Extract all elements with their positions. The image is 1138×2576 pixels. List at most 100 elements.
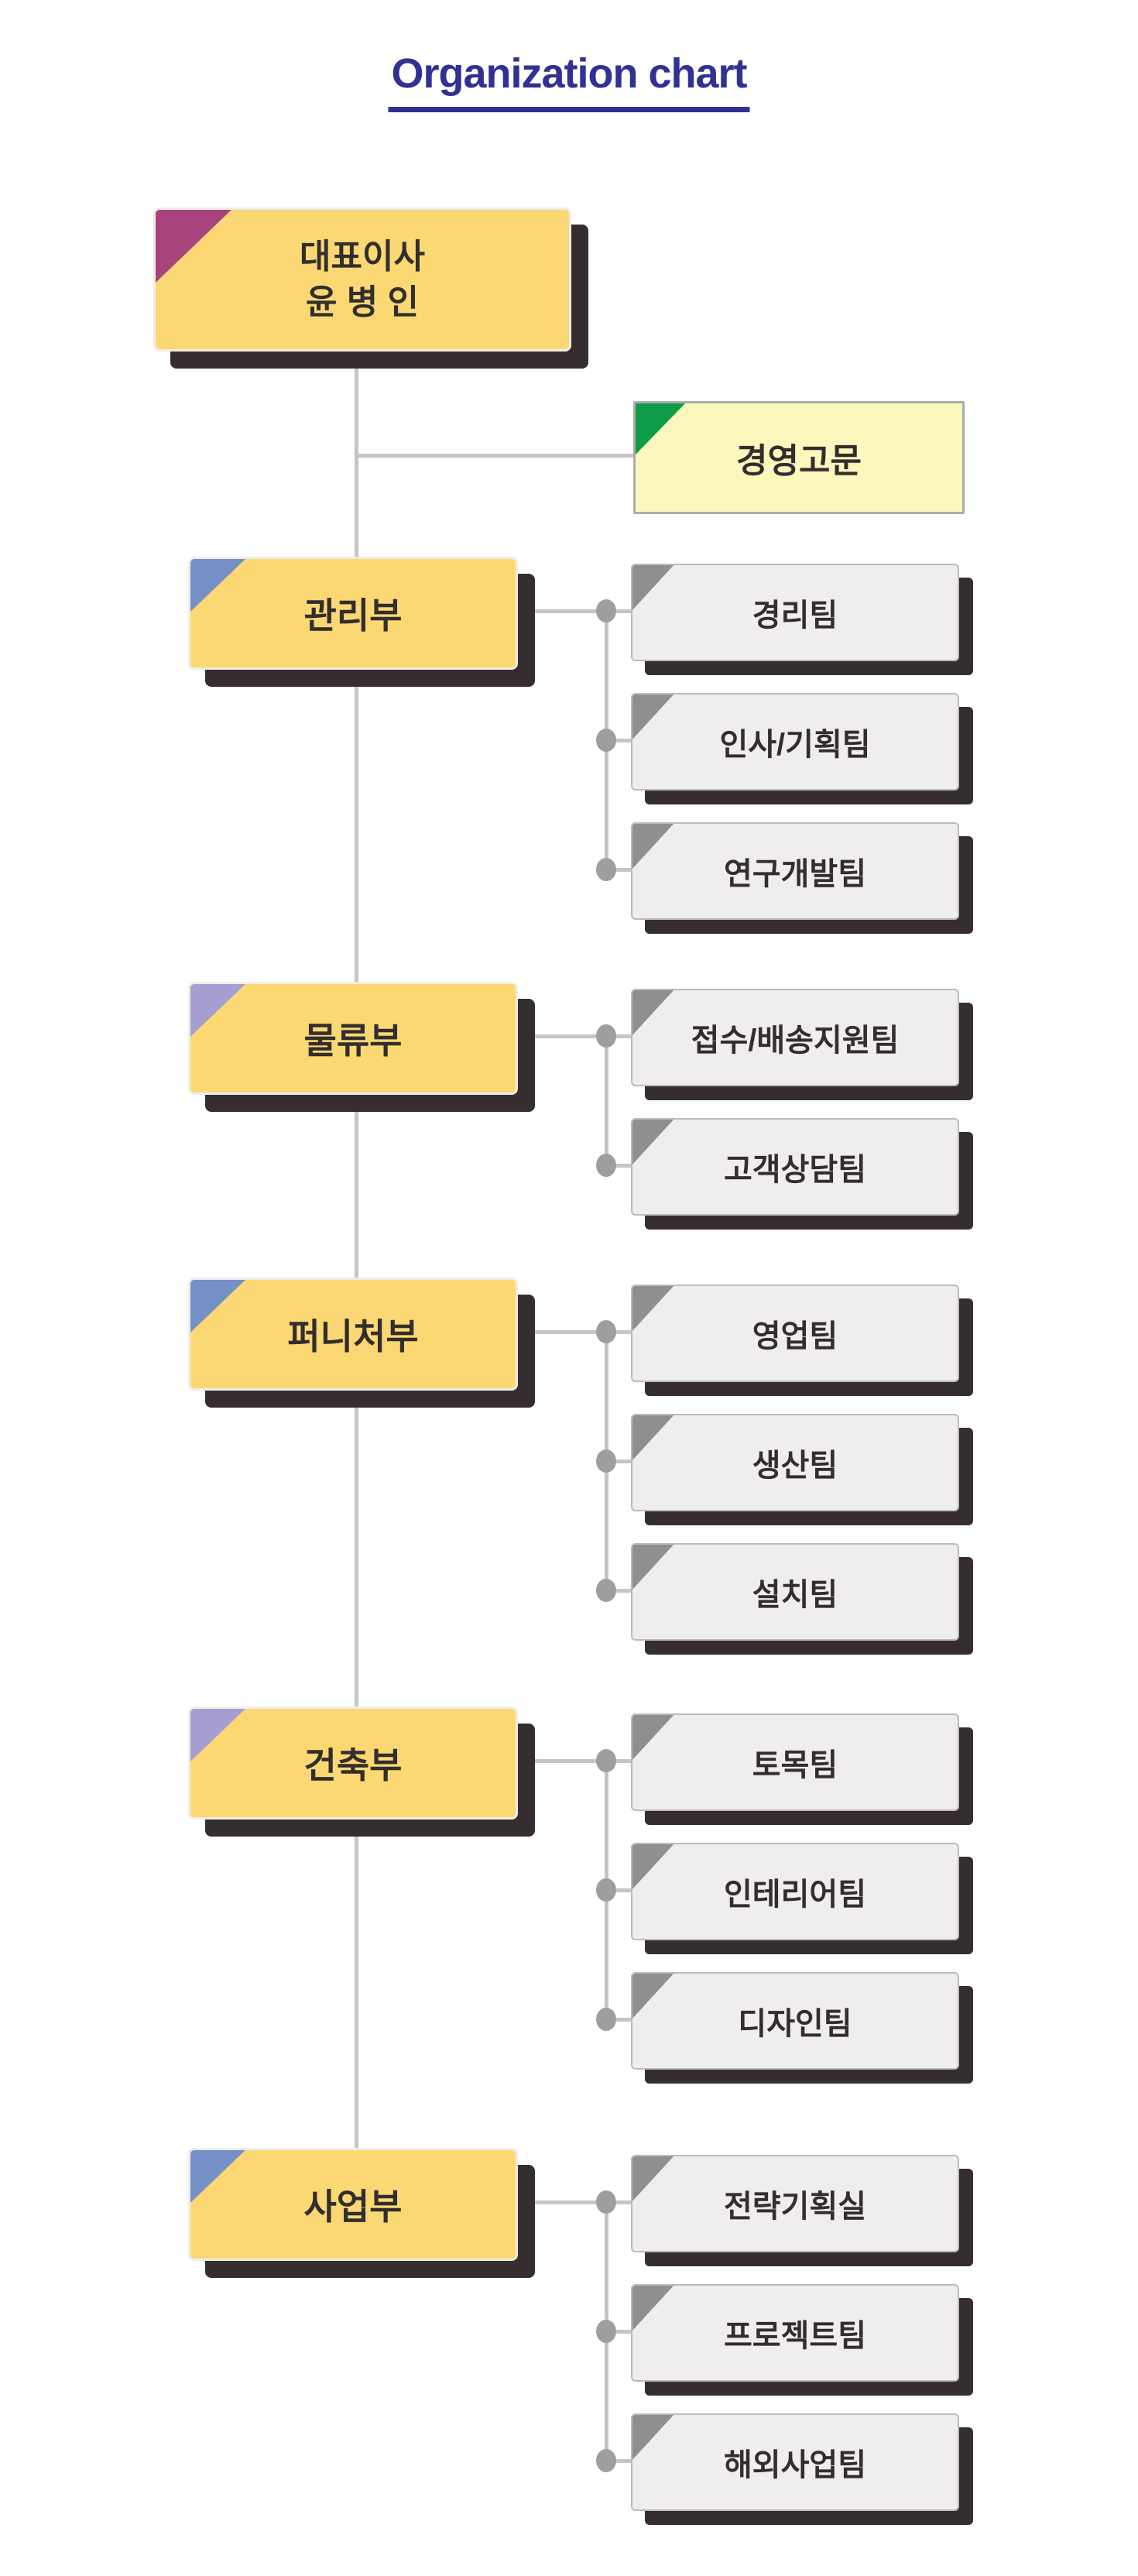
team-label: 인사/기획팀 (719, 728, 871, 762)
team-box: 접수/배송지원팀 (631, 989, 959, 1086)
connector-dot (596, 729, 616, 752)
advisor-label: 경영고문 (736, 442, 862, 480)
team-corner-triangle (632, 1974, 674, 2019)
connector-dot (596, 1449, 616, 1473)
team-label: 프로젝트팀 (724, 2319, 866, 2353)
connector-line (605, 1888, 636, 1892)
connector-line (605, 2458, 636, 2463)
department-box: 사업부 (188, 2148, 518, 2261)
connector-dot (596, 1320, 616, 1343)
department-box: 관리부 (188, 557, 518, 670)
department-corner-triangle (190, 1709, 246, 1762)
team-box: 프로젝트팀 (631, 2284, 959, 2382)
connector-line (605, 2200, 636, 2204)
team-label: 연구개발팀 (724, 857, 866, 891)
team-box: 생산팀 (631, 1414, 959, 1511)
team-box: 설치팀 (631, 1543, 959, 1641)
advisor-box: 경영고문 (633, 401, 965, 514)
team-corner-triangle (632, 990, 674, 1036)
team-corner-triangle (632, 565, 674, 611)
connector-dot (596, 2008, 616, 2031)
team-label: 해외사업팀 (724, 2448, 866, 2482)
department-box: 건축부 (188, 1706, 518, 1820)
team-label: 영업팀 (752, 1319, 838, 1353)
team-label: 생산팀 (752, 1449, 838, 1483)
team-label: 인테리어팀 (724, 1878, 866, 1912)
department-corner-triangle (190, 559, 246, 612)
team-label: 고객상담팀 (724, 1153, 866, 1187)
ceo-name-text: 윤 병 인 (306, 283, 419, 321)
team-label: 설치팀 (752, 1578, 838, 1612)
connector-line (605, 1329, 636, 1334)
team-label: 경리팀 (752, 599, 838, 633)
team-corner-triangle (632, 695, 674, 740)
department-label: 물류부 (303, 1020, 403, 1061)
connector-line (503, 609, 610, 613)
connector-line (605, 1163, 636, 1168)
team-box: 인테리어팀 (631, 1843, 959, 1940)
ceo-box: 대표이사 윤 병 인 (153, 208, 571, 352)
connector-line (605, 2017, 636, 2022)
connector-line (605, 1588, 636, 1593)
department-box: 퍼니처부 (188, 1278, 518, 1391)
connector-line (503, 2200, 610, 2204)
connector-line (503, 1758, 610, 1763)
department-corner-triangle (190, 1280, 246, 1333)
team-box: 경리팀 (631, 564, 959, 661)
connector-line (605, 738, 636, 743)
department-label: 건축부 (303, 1745, 403, 1785)
team-corner-triangle (632, 2286, 674, 2331)
team-corner-triangle (632, 1545, 674, 1590)
team-corner-triangle (632, 1415, 674, 1461)
connector-dot (596, 1878, 616, 1902)
connector-dot (596, 1579, 616, 1602)
ceo-corner-triangle (156, 210, 232, 283)
team-corner-triangle (632, 1844, 674, 1890)
connector-dot (596, 858, 616, 881)
connector-line (604, 1036, 608, 1165)
connector-line (605, 1034, 636, 1038)
connector-line (503, 1329, 610, 1334)
connector-line (605, 1459, 636, 1463)
department-label: 관리부 (303, 595, 403, 636)
department-box: 물류부 (188, 982, 518, 1095)
connector-dot (596, 2449, 616, 2472)
connector-dot (596, 599, 616, 623)
team-corner-triangle (632, 1286, 674, 1332)
team-box: 고객상담팀 (631, 1118, 959, 1216)
team-box: 전략기획실 (631, 2155, 959, 2252)
connector-line (605, 1758, 636, 1763)
team-box: 토목팀 (631, 1713, 959, 1811)
team-label: 전략기획실 (724, 2190, 866, 2224)
team-corner-triangle (632, 2415, 674, 2461)
connector-line (356, 453, 639, 458)
team-box: 디자인팀 (631, 1972, 959, 2070)
connector-line (605, 2329, 636, 2334)
team-box: 영업팀 (631, 1285, 959, 1382)
ceo-title-text: 대표이사 (300, 237, 425, 276)
team-box: 해외사업팀 (631, 2413, 959, 2511)
team-label: 토목팀 (752, 1748, 838, 1782)
connector-line (605, 867, 636, 872)
connector-dot (596, 1154, 616, 1177)
team-box: 인사/기획팀 (631, 693, 959, 791)
connector-dot (596, 1024, 616, 1048)
connector-dot (596, 1749, 616, 1772)
team-corner-triangle (632, 2156, 674, 2202)
advisor-corner-triangle (636, 403, 686, 455)
team-corner-triangle (632, 824, 674, 870)
department-label: 퍼니처부 (287, 1316, 419, 1357)
team-label: 접수/배송지원팀 (691, 1024, 900, 1058)
department-corner-triangle (190, 2150, 246, 2204)
team-corner-triangle (632, 1120, 674, 1165)
department-corner-triangle (190, 984, 246, 1038)
team-label: 디자인팀 (738, 2007, 852, 2041)
connector-dot (596, 2190, 616, 2214)
department-label: 사업부 (303, 2187, 403, 2227)
team-box: 연구개발팀 (631, 822, 959, 920)
page-title: Organization chart (388, 50, 750, 112)
connector-line (503, 1034, 610, 1038)
connector-line (354, 345, 358, 2160)
team-corner-triangle (632, 1715, 674, 1761)
